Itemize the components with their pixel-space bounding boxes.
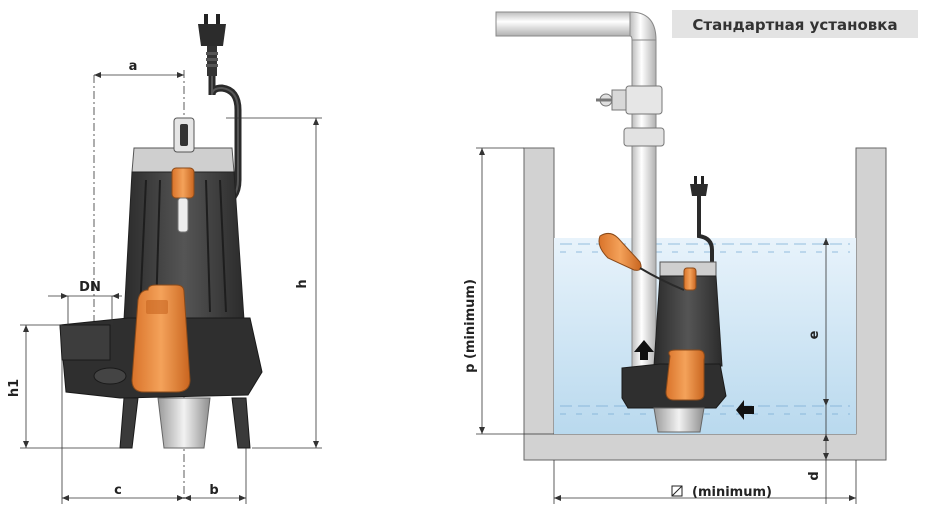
float-cable (639, 267, 685, 291)
dim-label-dn: DN (79, 280, 101, 295)
dim-label-b: b (209, 483, 218, 498)
dim-label-width: (minimum) (692, 485, 772, 500)
pipe-elbow (629, 11, 657, 41)
pit-dimension-lines (476, 147, 857, 504)
cooling-fins (139, 179, 227, 313)
arrow-left-icon (736, 400, 754, 420)
discharge-outlet (59, 324, 111, 361)
dimension-arrows (23, 72, 319, 501)
pump-elevation-drawing: a DN h h1 c b (7, 14, 322, 504)
volute-eye (93, 367, 127, 385)
plug-icon (690, 184, 708, 196)
foot-right (231, 397, 251, 449)
installation-drawing: Стандартная установка (463, 10, 918, 504)
title-box (672, 10, 918, 38)
pit-dimension-arrows (479, 148, 856, 501)
arrow-up-icon (634, 340, 654, 360)
dim-label-d: d (807, 471, 822, 480)
diameter-icon (671, 485, 683, 497)
foot-left (119, 397, 139, 449)
check-valve (623, 127, 665, 147)
installation-title: Стандартная установка (692, 16, 897, 34)
dim-label-h1: h1 (7, 379, 22, 397)
dim-label-e: e (807, 330, 822, 339)
dim-label-p: p (minimum) (463, 279, 478, 373)
inlet-strainer (157, 397, 211, 449)
float-switch (131, 284, 191, 393)
dim-label-c: c (114, 483, 122, 498)
dim-label-h: h (295, 279, 310, 288)
float-bracket (171, 167, 195, 199)
gate-valve (596, 85, 663, 115)
handle-slot (180, 124, 188, 146)
float-rod (177, 197, 189, 233)
plug-icon (198, 14, 226, 76)
discharge-pipe-horizontal (495, 11, 631, 37)
dim-label-a: a (129, 59, 138, 74)
float-low (665, 349, 705, 401)
dimension-lines (20, 74, 322, 504)
